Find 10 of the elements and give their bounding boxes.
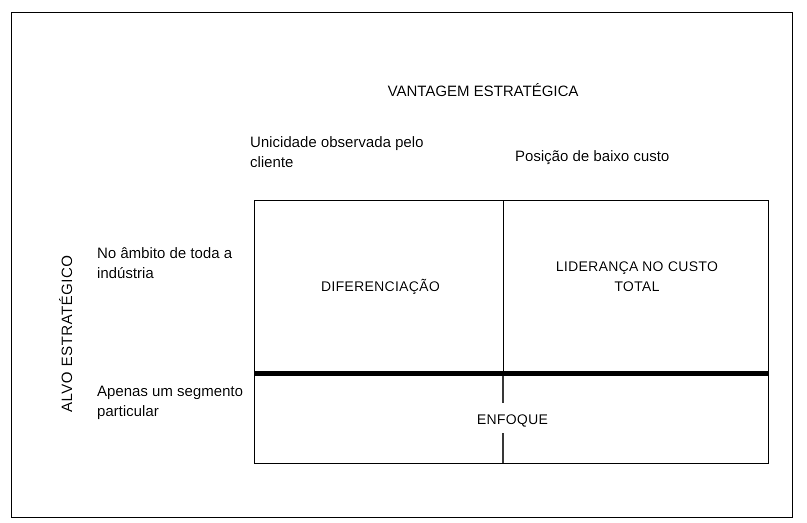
strategy-cell [254,373,769,464]
row-header: Apenas um segmento particular [97,382,244,422]
column-header: Posição de baixo custo [515,147,670,167]
axis-title: VANTAGEM ESTRATÉGICA [386,82,580,102]
column-header: Unicidade observada pelo cliente [250,133,424,173]
cell-text: DIFERENCIAÇÃO [320,277,442,296]
cell-text: LIDERANÇA NO CUSTO TOTAL [554,257,720,296]
cell-text: ENFOQUE [476,410,550,429]
axis-title: ALVO ESTRATÉGICO [58,253,77,414]
row-header: No âmbito de toda a indústria [97,244,234,284]
